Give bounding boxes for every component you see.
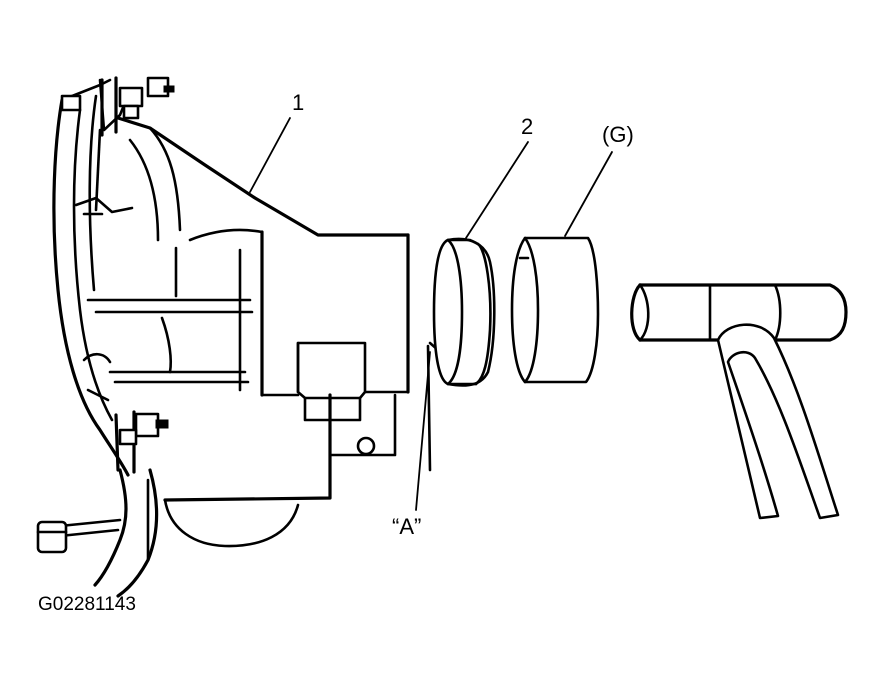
transmission-housing [36,76,440,598]
bolt-top-left [60,94,82,112]
hammer [630,283,848,520]
bolt-top-center [118,86,144,120]
leader-tool-g [564,151,613,237]
callout-part-1: 1 [292,90,304,115]
leader-part-2 [465,141,529,239]
leader-point-a [415,351,431,511]
leader-lines [249,117,613,511]
special-tool-g [510,236,600,384]
bolt-top-right [146,76,175,98]
oil-seal [432,237,496,387]
figure-id: G02281143 [38,594,136,615]
callout-point-a: “A” [392,514,421,539]
callout-part-2: 2 [521,114,533,139]
leader-part-1 [249,117,291,193]
callout-tool-g: (G) [602,122,634,147]
bolt-bottom [118,412,169,446]
